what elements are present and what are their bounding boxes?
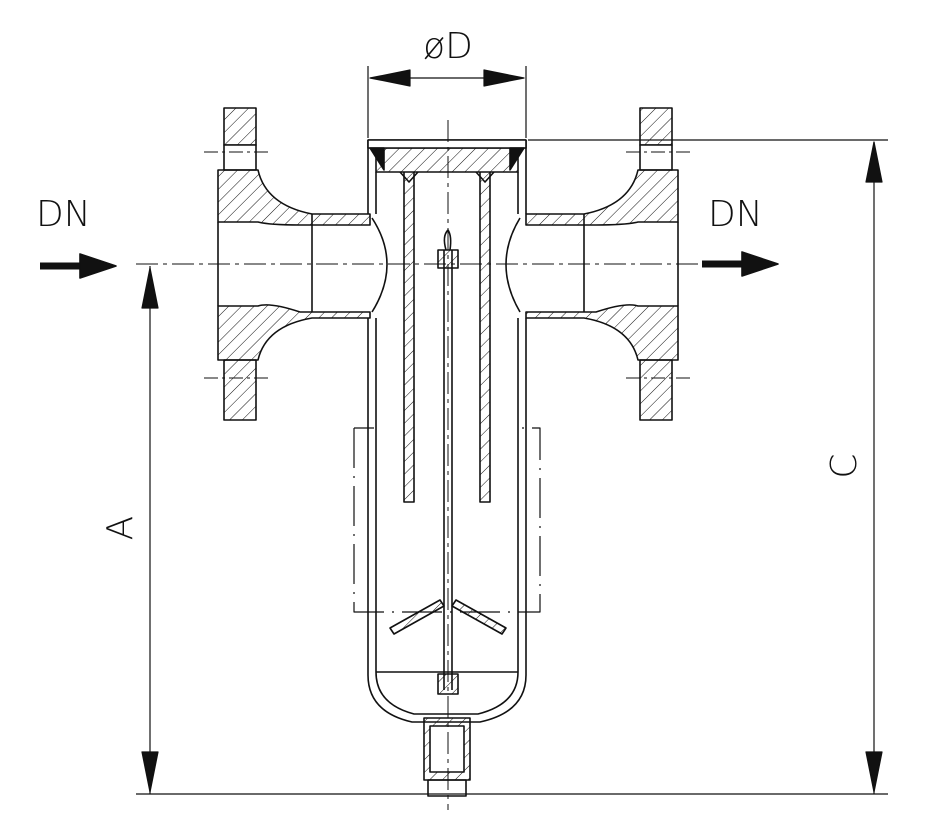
dimension-a-label: A [100, 516, 141, 541]
drain-fitting [423, 717, 471, 797]
center-lines [136, 120, 760, 810]
outlet-dn-label: DN [708, 194, 763, 235]
inlet-dn-label: DN [36, 194, 91, 235]
inlet-nozzle-curve [371, 217, 388, 313]
dimension-lines [136, 66, 888, 795]
outlet-nozzle-curve [505, 217, 521, 313]
jacket-outline [353, 427, 541, 613]
top-cover [367, 139, 527, 173]
inlet-arrow [40, 253, 117, 279]
outlet-arrow [702, 251, 779, 277]
outlet-flange [525, 107, 692, 421]
diameter-label: øD [423, 26, 473, 67]
deflector-cone [389, 599, 507, 635]
baffle-tubes [399, 171, 495, 503]
dimension-c-label: C [824, 453, 865, 478]
